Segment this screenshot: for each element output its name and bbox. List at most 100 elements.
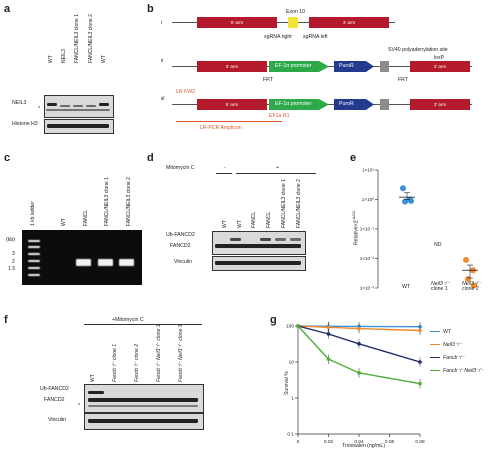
f-lane-5: Fancb⁻/⁻ Neil3⁻/⁻ clone 3 — [178, 324, 184, 382]
d-row-vinculin: Vinculin — [174, 259, 193, 265]
c-unit: (kb) — [6, 237, 15, 243]
g-legend-swatch — [430, 343, 440, 346]
d-mitomycin: Mitomycin C — [166, 165, 195, 171]
g-xtick-label: 0.06 — [385, 439, 395, 445]
f-row-ub: Ub-FANCD2 — [40, 386, 69, 392]
e-point — [465, 276, 471, 283]
c-tick-1-5: 1.5 — [8, 266, 16, 272]
panel-g-label: g — [270, 314, 277, 326]
e-ytick-label: 1×10⁻³ — [360, 286, 375, 291]
b-ii-sv40-box — [380, 61, 389, 72]
b-iii-arm5: 5’ arm — [197, 99, 267, 110]
b-iii-puro-arrow — [334, 99, 374, 110]
d-minus-line — [216, 173, 232, 174]
b-roman-i: i — [161, 20, 163, 26]
b-loxp: loxP — [434, 55, 445, 61]
a-lane-1: WT — [48, 55, 54, 63]
g-point — [296, 324, 300, 328]
b-iii-ef1a-arrow — [269, 99, 329, 110]
d-blot-vinculin — [212, 256, 306, 271]
d-lane-6: FANCL/NEIL3 clone 2 — [296, 179, 302, 228]
d-minus: - — [224, 165, 226, 171]
c-lane-3: FANCL — [83, 209, 89, 226]
b-i-arm3: 3’ arm — [309, 17, 389, 28]
b-sgrna-right: sgRNA right — [264, 34, 292, 40]
b-exon: Exon 10 — [286, 9, 306, 15]
c-tick-2: 2 — [12, 259, 15, 265]
b-ii-ef1a-arrow — [269, 61, 329, 72]
b-roman-ii: ii — [161, 58, 164, 64]
g-point — [326, 325, 331, 330]
b-i-line — [172, 22, 395, 23]
b-ii-puro-arrow — [334, 61, 374, 72]
g-series-line — [297, 325, 421, 363]
a-lane-4: FANCL/NEIL3 clone 2 — [88, 14, 94, 63]
g-point — [357, 326, 361, 331]
b-roman-iii: iii — [161, 96, 165, 102]
f-lane-1: WT — [90, 374, 96, 382]
f-blot-fancd2 — [84, 384, 204, 413]
panel-f-label: f — [4, 314, 8, 326]
a-lane-3: FANCL/NEIL3 clone 1 — [74, 14, 80, 63]
d-lane-4: FANCL — [266, 211, 272, 228]
g-legend-swatch — [430, 369, 440, 372]
g-point — [326, 357, 331, 361]
g-point — [418, 328, 422, 333]
g-series-line — [297, 325, 421, 385]
f-lane-4: Fancb⁻/⁻ Neil3⁻/⁻ clone 1 — [156, 324, 162, 382]
e-group-c1: Neil3⁻/⁻clone 1 — [431, 281, 450, 293]
b-ii-frt-1: FRT — [263, 77, 273, 83]
g-point — [357, 342, 361, 346]
b-sgrna-left: sgRNA left — [303, 34, 328, 40]
g-ytick-label: 1 — [291, 396, 294, 402]
a-lane-2: NEIL3 — [61, 49, 67, 63]
b-ii-ef1a: EF-1α promoter — [275, 63, 312, 69]
d-lane-2: WT — [237, 220, 243, 228]
b-sv40: SV40 polyadenylation site — [388, 47, 448, 53]
g-legend-item: Fancb⁻/⁻ — [430, 355, 464, 361]
c-lane-2: WT — [61, 218, 67, 226]
d-lane-3: FANCL — [251, 211, 257, 228]
c-lane-1: 1 kb ladder — [30, 201, 36, 226]
b-ii-frt-2: FRT — [398, 77, 408, 83]
a-lane-5: WT — [101, 55, 107, 63]
b-amplicon: LR-PCR Amplicon — [200, 125, 242, 131]
g-series-line — [297, 325, 421, 332]
panel-a-label: a — [4, 3, 11, 15]
b-ii-arm5: 5’ arm — [197, 61, 267, 72]
d-plus: + — [276, 165, 280, 171]
b-ii-puro: PuroR — [339, 63, 354, 69]
g-ylabel: Survival % — [284, 371, 290, 395]
c-tick-3: 3 — [12, 251, 15, 257]
g-legend-label: Neil3⁻/⁻ — [443, 342, 462, 348]
g-legend-label: Fancb⁻/⁻Neil3⁻/⁻ — [443, 368, 484, 374]
g-legend-swatch — [430, 356, 440, 359]
panel-b-label: b — [147, 3, 154, 15]
panel-e-label: e — [350, 152, 357, 164]
panel-c-label: c — [4, 152, 11, 164]
d-lane-1: WT — [222, 220, 228, 228]
g-xtick-label: 0.04 — [354, 439, 364, 445]
c-lane-4: FANCL/NEIL3 clone 1 — [104, 177, 110, 226]
g-ytick-label: 100 — [286, 324, 294, 330]
g-legend-item: Fancb⁻/⁻Neil3⁻/⁻ — [430, 368, 483, 374]
g-point — [357, 371, 361, 375]
a-row-neil3: NEIL3 — [12, 100, 27, 106]
b-iii-puro: PuroR — [339, 101, 354, 107]
b-i-arm5: 5’ arm — [197, 17, 277, 28]
b-ef1a-r1: EF1a R1 — [269, 113, 290, 119]
d-blot-fancd2 — [212, 231, 306, 255]
a-blot-histone — [44, 119, 114, 134]
e-ylabel: Relative×2-ΔΔCt — [352, 210, 360, 245]
g-legend-item: WT — [430, 329, 451, 335]
e-ytick-label: 1×10¹ — [362, 168, 374, 173]
e-point — [400, 185, 406, 192]
g-point — [418, 360, 422, 364]
g-legend-label: Fancb⁻/⁻ — [443, 355, 465, 361]
b-iii-ef1a: EF-1α promoter — [275, 101, 312, 107]
d-row-ub: Ub-FANCD2 — [166, 232, 195, 238]
e-ytick-label: 1×10⁰ — [362, 197, 374, 202]
e-nd: ND — [434, 242, 442, 248]
